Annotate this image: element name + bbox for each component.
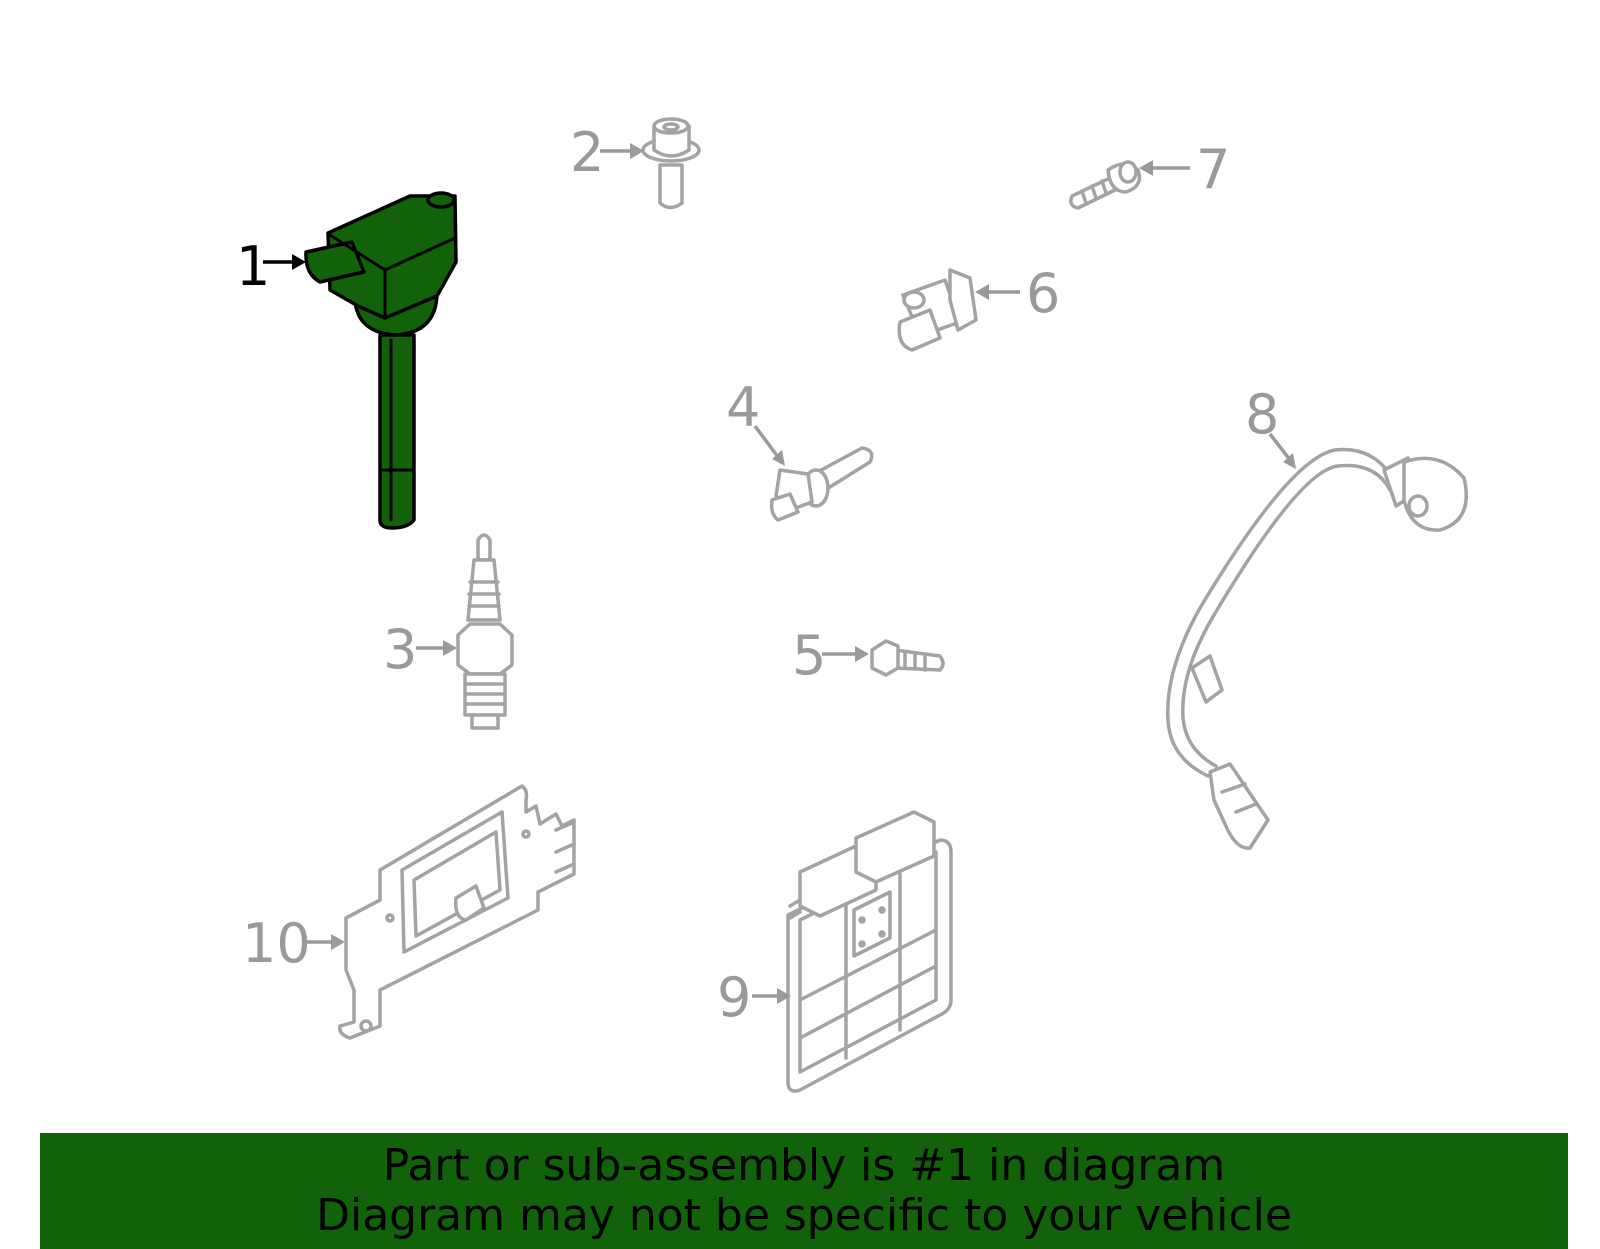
- callout-4-leader: [753, 424, 780, 459]
- part-1-ignition-coil[interactable]: [304, 191, 458, 530]
- callout-8-arrowhead: [1283, 453, 1296, 469]
- callout-7[interactable]: 7: [1196, 138, 1230, 201]
- callout-6[interactable]: 6: [1026, 262, 1060, 325]
- part-2-bolt[interactable]: [641, 117, 701, 210]
- banner-line-disclaimer: Diagram may not be specific to your vehi…: [316, 1190, 1292, 1241]
- part-6-position-sensor[interactable]: [897, 268, 978, 352]
- callout-8-leader: [1268, 432, 1292, 462]
- callout-5-arrowhead: [855, 646, 869, 662]
- callout-3[interactable]: 3: [383, 618, 417, 681]
- banner-line-part-number: Part or sub-assembly is #1 in diagram: [382, 1140, 1226, 1191]
- callout-3-arrowhead: [443, 640, 457, 656]
- callout-7-arrowhead: [1139, 160, 1153, 176]
- info-banner: Part or sub-assembly is #1 in diagram Di…: [40, 1133, 1568, 1249]
- part-8-knock-sensor[interactable]: [1166, 447, 1469, 850]
- callout-6-arrowhead: [975, 284, 989, 300]
- callout-8[interactable]: 8: [1245, 383, 1279, 446]
- callout-4[interactable]: 4: [726, 376, 760, 439]
- callout-1-arrowhead: [292, 254, 306, 270]
- callout-10-arrowhead: [331, 934, 345, 950]
- part-7-bolt[interactable]: [1069, 160, 1142, 210]
- callout-9[interactable]: 9: [717, 966, 751, 1029]
- callout-4-arrowhead: [772, 450, 785, 466]
- part-9-control-module[interactable]: [786, 810, 953, 1093]
- part-3-spark-plug[interactable]: [456, 533, 514, 730]
- part-10-bracket[interactable]: [337, 784, 576, 1040]
- callout-9-arrowhead: [777, 988, 791, 1004]
- callout-2[interactable]: 2: [570, 121, 604, 184]
- callout-1[interactable]: 1: [236, 235, 270, 298]
- callout-5[interactable]: 5: [792, 624, 826, 687]
- part-4-sensor[interactable]: [769, 446, 874, 522]
- callout-10[interactable]: 10: [242, 912, 311, 975]
- part-5-bolt[interactable]: [870, 639, 945, 677]
- callout-2-arrowhead: [630, 143, 644, 159]
